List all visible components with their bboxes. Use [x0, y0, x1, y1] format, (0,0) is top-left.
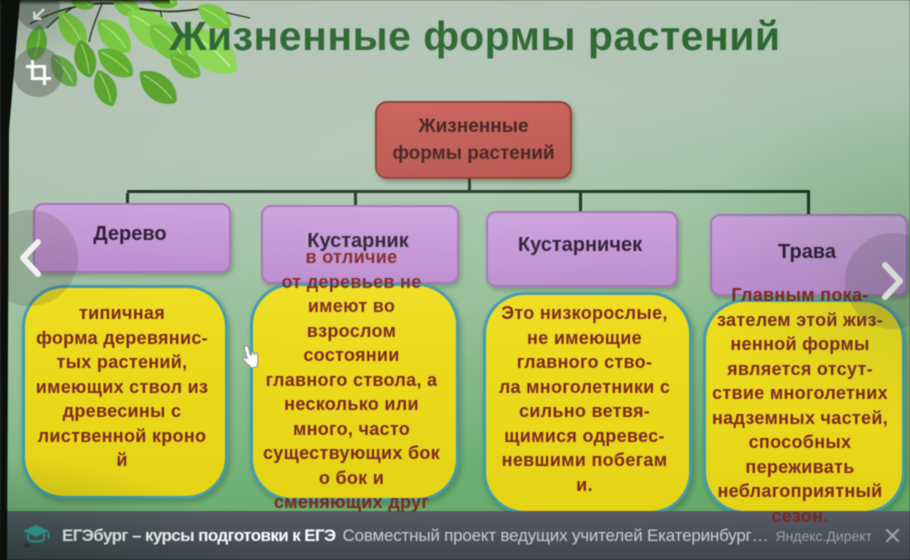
desc-text-trava: Главным пока- зателем этой жиз- ненной ф…: [711, 285, 889, 526]
desc-text-kustarnichek: Это низкорослые, не имеющие главного ств…: [498, 303, 671, 495]
connector-1: [126, 193, 129, 204]
chevron-left-icon: [20, 239, 41, 277]
root-node-label: Жизненные формы растений: [392, 116, 555, 164]
crop-button[interactable]: [13, 47, 63, 97]
desc-box-trava: [703, 299, 905, 514]
branch-label-trava: Трава: [778, 241, 836, 263]
chevron-right-icon: [882, 262, 903, 300]
slide-title: Жизненные формы растений: [169, 13, 781, 59]
ad-bar: ЕГЭбург – курсы подготовки к ЕГЭ Совместн…: [0, 511, 910, 560]
desc-box-kustarnichek: [483, 292, 692, 514]
screen-bezel-top: [0, 0, 170, 5]
ad-source-label: Яндекс.Директ: [775, 527, 872, 544]
root-node-box: [375, 101, 572, 179]
connector-3: [579, 193, 582, 212]
desc-box-derevo: [22, 285, 228, 499]
branch-label-kustarnik: Кустарник: [307, 230, 409, 252]
connector-root: [468, 175, 471, 192]
ad-brand: ЕГЭбург – курсы подготовки к ЕГЭ: [62, 525, 336, 545]
connector-2: [354, 193, 357, 206]
arrow-down-left-icon: [33, 8, 45, 20]
branch-box-trava: [710, 214, 908, 296]
cursor-pointer-icon: [238, 341, 267, 377]
desc-box-kustarnik: [250, 283, 459, 501]
branch-box-derevo: [33, 203, 231, 273]
desc-text-kustarnik: в отличие от деревьев не имеют во взросл…: [263, 247, 440, 512]
crop-icon: [25, 59, 51, 85]
branch-box-kustarnik: [261, 205, 459, 284]
ad-link[interactable]: ЕГЭбург – курсы подготовки к ЕГЭ Совместн…: [62, 525, 769, 546]
branch-label-kustarnichek: Кустарничек: [517, 234, 643, 256]
desc-text-derevo: типичная форма деревянис- тых растений, …: [35, 303, 209, 470]
connector-4: [807, 193, 810, 215]
close-icon[interactable]: [882, 526, 902, 546]
branch-box-kustarnichek: [486, 211, 678, 287]
prev-arrow-button[interactable]: [0, 210, 78, 306]
branch-label-derevo: Дерево: [93, 223, 167, 245]
graduation-cap-icon: [23, 524, 50, 548]
connector-horizontal: [127, 190, 810, 193]
ad-description: Совместный проект ведущих учителей Екате…: [342, 525, 769, 545]
